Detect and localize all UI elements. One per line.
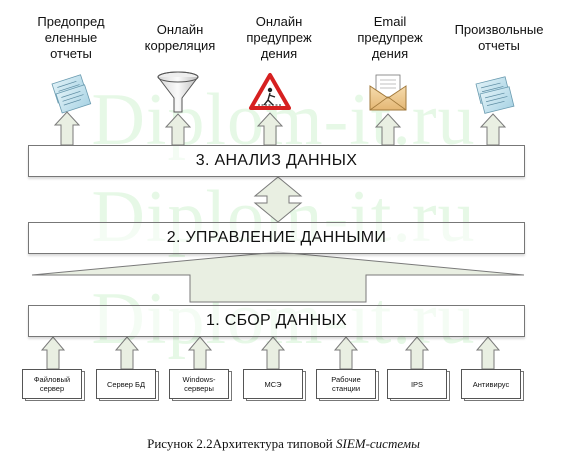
source-antivirus: Антивирус [461,369,521,399]
up-arrow-source-5 [333,336,359,370]
up-arrow-email [374,113,402,146]
source-ips: IPS [387,369,447,399]
warning-sign-icon [249,73,291,110]
reports-stack-icon [51,74,92,114]
layer-data-management: 2. УПРАВЛЕНИЕ ДАННЫМИ [28,222,525,254]
caption-text: Рисунок 2.2Архитектура типовой [147,436,336,451]
output-label-online-correlation: Онлайн корреляция [144,22,216,53]
output-label-email-alerts: Email предупреж дения [357,14,423,61]
source-firewall: МСЭ [243,369,303,399]
source-file-server: Файловый сервер [22,369,82,399]
custom-reports-icon [475,76,515,114]
source-windows-servers: Windows- серверы [169,369,229,399]
layer-data-collection: 1. СБОР ДАННЫХ [28,305,525,337]
double-arrow-analysis-management [253,176,303,223]
up-arrow-alerts [256,112,284,146]
figure-caption: Рисунок 2.2Архитектура типовой SIEM-сист… [0,436,567,452]
source-workstations: Рабочие станции [316,369,376,399]
up-arrow-correlation [164,113,192,146]
up-arrow-source-7 [475,336,501,370]
funnel-icon [157,71,199,113]
up-arrow-source-4 [260,336,286,370]
wide-arrow-collection-management [31,251,525,303]
output-label-custom-reports: Произвольные отчеты [454,22,544,53]
up-arrow-source-2 [114,336,140,370]
up-arrow-custom [479,113,507,146]
layer-data-analysis: 3. АНАЛИЗ ДАННЫХ [28,145,525,177]
up-arrow-source-6 [404,336,430,370]
output-label-online-alerts: Онлайн предупреж дения [246,14,312,61]
caption-italic: SIEM-системы [335,436,420,451]
up-arrow-source-1 [40,336,66,370]
envelope-icon [369,74,407,111]
source-db-server: Сервер БД [96,369,156,399]
output-label-predefined-reports: Предопред еленные отчеты [37,14,105,61]
up-arrow-source-3 [187,336,213,370]
up-arrow-reports [53,111,81,146]
